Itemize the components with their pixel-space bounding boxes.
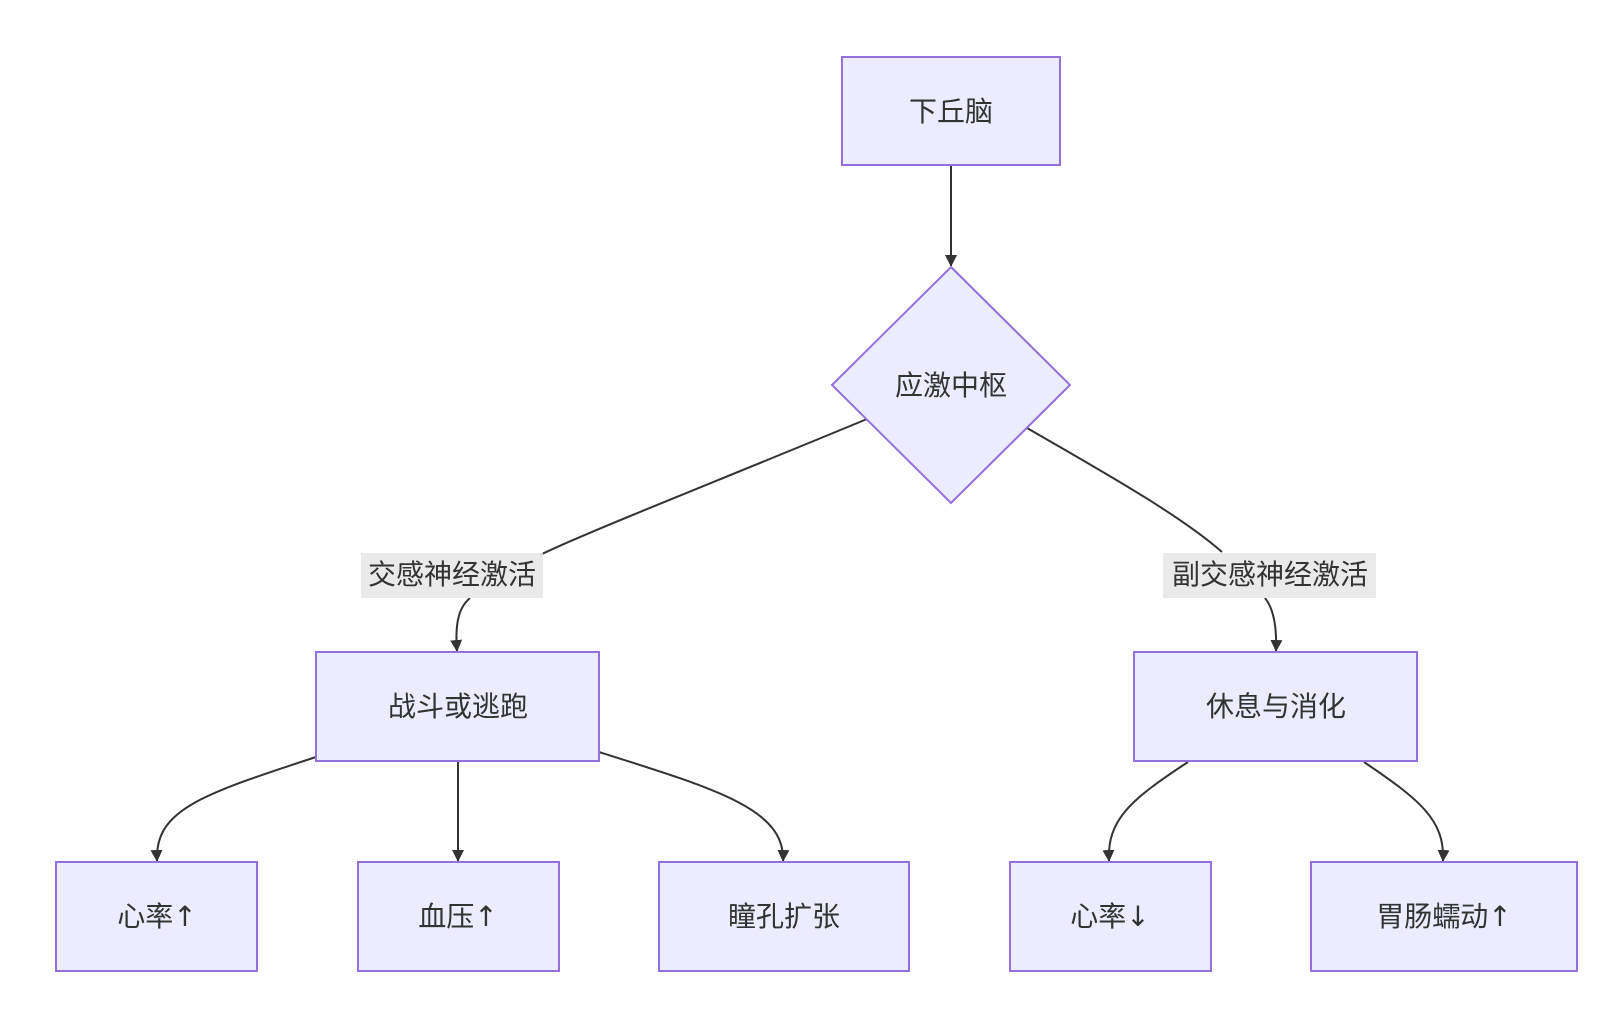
edge-sympathetic-lower <box>450 597 471 652</box>
node-heart-rate-up-label: 心率↑ <box>117 900 196 933</box>
node-fight-or-flight-label: 战斗或逃跑 <box>388 690 528 723</box>
edge-parasympathetic-upper <box>1026 427 1223 553</box>
edge-fight-or-flight-to-heart-rate-up <box>150 756 317 862</box>
node-stress-center-decision: 应激中枢 <box>830 265 1072 505</box>
node-gi-motility-up: 胃肠蠕动↑ <box>1310 861 1578 972</box>
edge-fight-or-flight-to-pupil-dilation <box>598 751 790 862</box>
node-pupil-dilation-label: 瞳孔扩张 <box>728 900 840 933</box>
edge-label-sympathetic-text: 交感神经激活 <box>368 558 536 591</box>
edge-stress-center-to-fight-or-flight <box>450 418 868 652</box>
edge-stress-center-to-rest-and-digest <box>1026 427 1283 652</box>
edge-rest-and-digest-to-gi-motility-up <box>1363 761 1450 862</box>
node-rest-and-digest-label: 休息与消化 <box>1206 690 1346 723</box>
node-heart-rate-down: 心率↓ <box>1009 861 1212 972</box>
edge-label-parasympathetic-text: 副交感神经激活 <box>1172 558 1368 591</box>
node-heart-rate-up: 心率↑ <box>55 861 258 972</box>
edge-sympathetic-upper <box>539 418 868 556</box>
node-blood-pressure-up-label: 血压↑ <box>418 900 497 933</box>
node-rest-and-digest: 休息与消化 <box>1133 651 1418 762</box>
node-pupil-dilation: 瞳孔扩张 <box>658 861 910 972</box>
node-heart-rate-down-label: 心率↓ <box>1070 900 1149 933</box>
node-gi-motility-up-label: 胃肠蠕动↑ <box>1376 900 1511 933</box>
edge-label-sympathetic: 交感神经激活 <box>361 553 543 598</box>
edge-parasympathetic-lower <box>1264 597 1283 652</box>
edge-rest-and-digest-to-heart-rate-down <box>1102 761 1189 862</box>
node-stress-center-label: 应激中枢 <box>895 369 1007 402</box>
node-hypothalamus-label: 下丘脑 <box>909 95 993 128</box>
node-blood-pressure-up: 血压↑ <box>357 861 560 972</box>
node-fight-or-flight: 战斗或逃跑 <box>315 651 600 762</box>
edge-label-parasympathetic: 副交感神经激活 <box>1163 553 1376 598</box>
node-hypothalamus: 下丘脑 <box>841 56 1061 166</box>
